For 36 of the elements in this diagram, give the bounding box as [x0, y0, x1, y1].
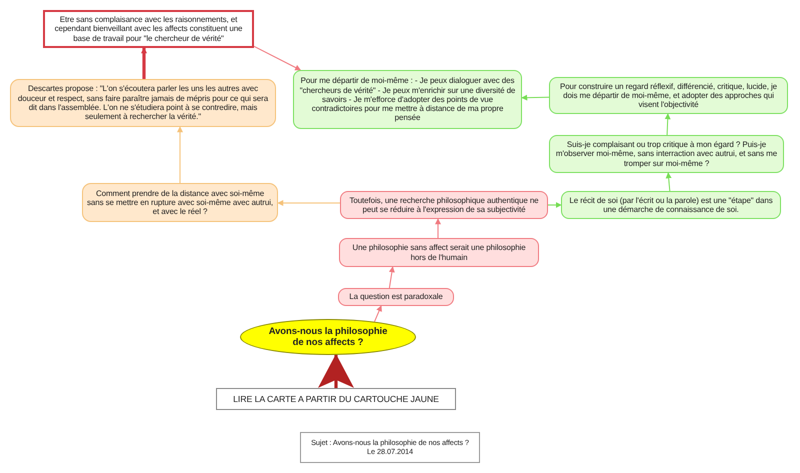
node-text: Une philosophie sans affect serait une philosophie hors de l'humain	[351, 243, 527, 262]
idea-box	[549, 77, 788, 114]
idea-box	[340, 191, 548, 219]
arrow	[318, 354, 354, 388]
node-text: Descartes propose : "L'on s'écoutera parler les uns les autres avec douceur et respect, sans faire paraître jamais de mépris pour ce qui sera dit dans l'assemblée. L'on ne s'étudiera point à se contredire, mais seulement à rechercher la vérité."	[16, 84, 270, 122]
arrow	[664, 113, 671, 136]
idea-box	[549, 135, 784, 173]
subject-box	[300, 432, 480, 463]
node-text: Toutefois, une recherche philosophique authentique ne peut se réduire à l'expression de sa subjectivité	[348, 196, 540, 214]
idea-box	[561, 191, 781, 219]
node-text: Pour construire un regard réflexif, différencié, critique, lucide, je dois me départir de moi-même, et adopter des approches qui visent l'objectivité	[558, 82, 778, 110]
topic-text: Avons-nous la philosophie de nos affects ?	[268, 326, 388, 348]
idea-box	[338, 288, 454, 306]
node-text: La question est paradoxale	[349, 292, 443, 302]
arrow	[548, 202, 562, 208]
arrow	[254, 46, 302, 70]
arrow	[141, 47, 147, 79]
idea-box	[339, 238, 539, 267]
node-text: Suis-je complaisant ou trop critique à mon égard ? Puis-je m'observer moi-même, sans interraction avec autrui, et sans me tromper sur moi-même ?	[554, 140, 778, 168]
arrow	[374, 305, 382, 322]
node-text: LIRE LA CARTE A PARTIR DU CARTOUCHE JAUNE	[233, 394, 439, 404]
node-text: Pour me départir de moi-même : - Je peux dialoguer avec des "chercheurs de vérité" - Je peux m'enrichir sur une diversité de savoirs - Je m'efforce d'adopter des points de vue contradictoires pour me mettre à distance de ma propre pensée	[298, 76, 516, 123]
idea-box	[293, 70, 522, 129]
arrow	[277, 200, 340, 206]
arrow	[435, 218, 441, 238]
node-text: Etre sans complaisance avec les raisonnements, et cependant bienveillant avec les affects constituent une base de travail pour "le chercheur de vérité"	[54, 15, 244, 43]
idea-box	[43, 10, 254, 48]
arrow	[666, 172, 672, 192]
idea-box	[82, 183, 278, 222]
instruction-box	[216, 388, 456, 410]
arrow	[521, 94, 550, 101]
node-text: Le récit de soi (par l'écrit ou la parole) est une "étape" dans une démarche de connaissance de soi.	[568, 196, 774, 214]
node-text: Comment prendre de la distance avec soi-même sans se mettre en rupture avec soi-même avec autrui, et avec le réel ?	[87, 188, 273, 216]
arrow	[177, 126, 183, 184]
arrow	[388, 266, 395, 288]
idea-box	[10, 79, 276, 127]
